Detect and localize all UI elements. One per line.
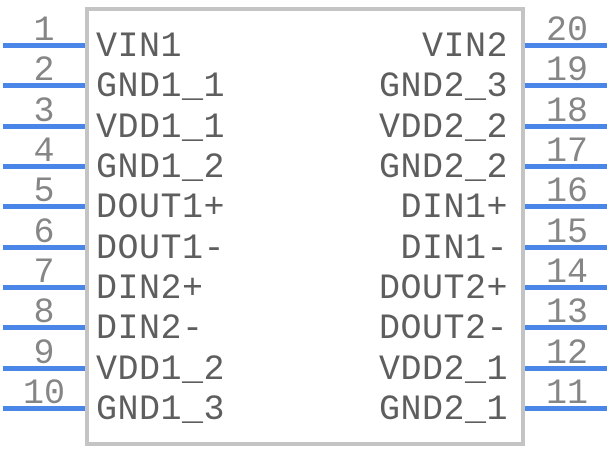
pin-line bbox=[525, 163, 607, 169]
pin-number: 13 bbox=[545, 293, 588, 334]
pin-line bbox=[3, 123, 85, 129]
pin-number: 4 bbox=[33, 131, 55, 172]
pin-number: 17 bbox=[545, 131, 588, 172]
pin-number: 3 bbox=[33, 91, 55, 132]
pin-label: DOUT1+ bbox=[96, 188, 226, 229]
pin-line bbox=[525, 244, 607, 250]
pin-line bbox=[3, 365, 85, 371]
pin-label: GND1_2 bbox=[96, 147, 226, 188]
pin-label: GND1_3 bbox=[96, 389, 226, 430]
pin-number: 5 bbox=[33, 172, 55, 213]
pin-line bbox=[525, 365, 607, 371]
pin-label: VDD2_2 bbox=[378, 107, 508, 148]
pin-number: 8 bbox=[33, 293, 55, 334]
pin-label: GND2_1 bbox=[378, 389, 508, 430]
pin-line bbox=[3, 284, 85, 290]
pin-number: 1 bbox=[33, 11, 55, 51]
pin-number: 18 bbox=[545, 91, 588, 132]
pin-label: VDD1_1 bbox=[96, 107, 226, 148]
pin-number: 16 bbox=[545, 172, 588, 213]
pin-number: 20 bbox=[545, 11, 588, 51]
pin-number: 10 bbox=[22, 373, 65, 414]
pin-number: 6 bbox=[33, 212, 55, 253]
pin-label: VIN1 bbox=[96, 27, 183, 67]
pin-line bbox=[525, 204, 607, 210]
pin-number: 19 bbox=[545, 51, 588, 92]
pin-number: 12 bbox=[545, 333, 588, 374]
pin-number: 9 bbox=[33, 333, 55, 374]
pin-label: VDD1_2 bbox=[96, 349, 226, 390]
pin-line bbox=[525, 405, 607, 411]
pin-line bbox=[525, 43, 607, 48]
pin-line bbox=[525, 325, 607, 331]
pin-number: 15 bbox=[545, 212, 588, 253]
pin-line bbox=[3, 83, 85, 89]
pin-label: GND1_1 bbox=[96, 67, 226, 108]
pin-label: VDD2_1 bbox=[378, 349, 508, 390]
pin-line bbox=[3, 244, 85, 250]
pin-line bbox=[525, 83, 607, 89]
pin-label: VIN2 bbox=[421, 27, 508, 67]
pin-label: DIN1+ bbox=[400, 188, 508, 229]
pin-number: 14 bbox=[545, 252, 588, 293]
pin-label: DIN2+ bbox=[96, 268, 204, 309]
pin-label: GND2_2 bbox=[378, 147, 508, 188]
pin-label: GND2_3 bbox=[378, 67, 508, 108]
pin-label: DOUT1- bbox=[96, 228, 226, 269]
pin-line bbox=[3, 325, 85, 331]
pin-number: 7 bbox=[33, 252, 55, 293]
pin-line bbox=[525, 123, 607, 129]
pin-line bbox=[525, 284, 607, 290]
pin-label: DOUT2+ bbox=[378, 268, 508, 309]
pin-line bbox=[3, 405, 85, 411]
pin-number: 11 bbox=[545, 373, 588, 414]
pin-label: DIN1- bbox=[400, 228, 508, 269]
component-body bbox=[85, 7, 525, 446]
pin-line bbox=[3, 163, 85, 169]
pin-label: DOUT2- bbox=[378, 309, 508, 350]
pin-line bbox=[3, 204, 85, 210]
pin-label: DIN2- bbox=[96, 309, 204, 350]
pin-line bbox=[3, 43, 85, 48]
pin-number: 2 bbox=[33, 51, 55, 92]
